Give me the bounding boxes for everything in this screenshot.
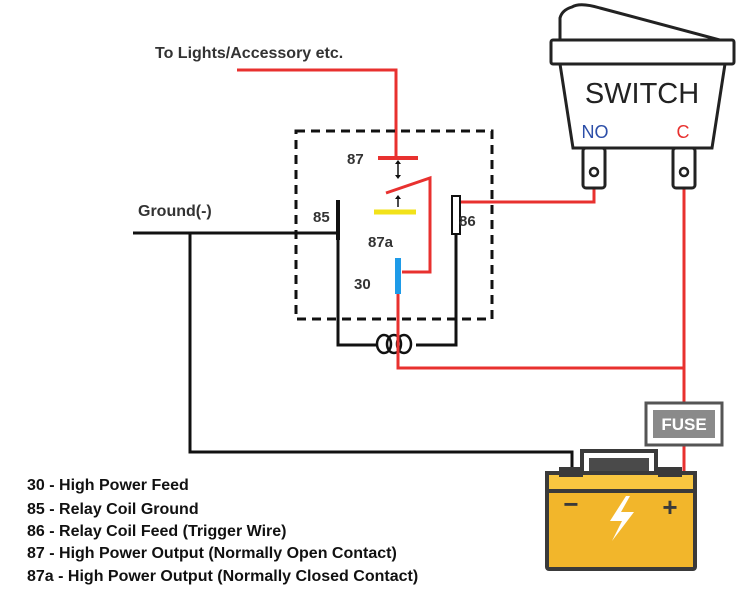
coil-wire-right [416, 230, 458, 347]
feed-wire-30 [396, 292, 684, 370]
legend-item: 87 - High Power Output (Normally Open Co… [27, 545, 397, 562]
fuse-label: FUSE [661, 415, 706, 434]
legend-item: 30 - High Power Feed [27, 477, 189, 494]
pin-legend: 30 - High Power Feed 85 - Relay Coil Gro… [27, 477, 418, 585]
battery-minus: − [563, 489, 578, 519]
pin-87a-label: 87a [368, 234, 394, 251]
ground-label: Ground(-) [138, 203, 212, 220]
switch-title: SWITCH [585, 78, 699, 110]
lightning-icon [610, 496, 634, 541]
legend-item: 85 - Relay Coil Ground [27, 501, 199, 518]
terminal-86 [451, 195, 461, 235]
pin-87-label: 87 [347, 151, 364, 168]
lights-label: To Lights/Accessory etc. [155, 45, 343, 62]
arrow-87-head [395, 160, 401, 164]
switch-no-label: NO [582, 122, 609, 142]
battery-plus: + [662, 492, 677, 522]
c-prong-hole [678, 166, 690, 178]
legend-item: 86 - Relay Coil Feed (Trigger Wire) [27, 523, 286, 540]
pin-30-label: 30 [354, 276, 371, 293]
pin-86-label: 86 [459, 213, 476, 230]
trigger-wire-86 [458, 188, 596, 204]
fuse: FUSE [644, 401, 724, 447]
no-prong-hole [588, 166, 600, 178]
switch-bezel [549, 38, 736, 66]
coil-icon [375, 333, 413, 355]
relay-housing [294, 129, 494, 321]
pin-85-label: 85 [313, 209, 330, 226]
arrow-87a-head [395, 195, 401, 199]
relay-switch-arm [385, 175, 432, 274]
rocker-switch[interactable]: SWITCH NO C [549, 3, 736, 190]
coil-wire [336, 232, 378, 347]
ground-to-battery-wire [188, 233, 574, 476]
lights-wire [237, 68, 398, 158]
arrow-87-tail [395, 175, 401, 179]
switch-c-label: C [677, 122, 690, 142]
battery-icon: − + [545, 449, 697, 571]
legend-item: 87a - High Power Output (Normally Closed… [27, 568, 418, 585]
